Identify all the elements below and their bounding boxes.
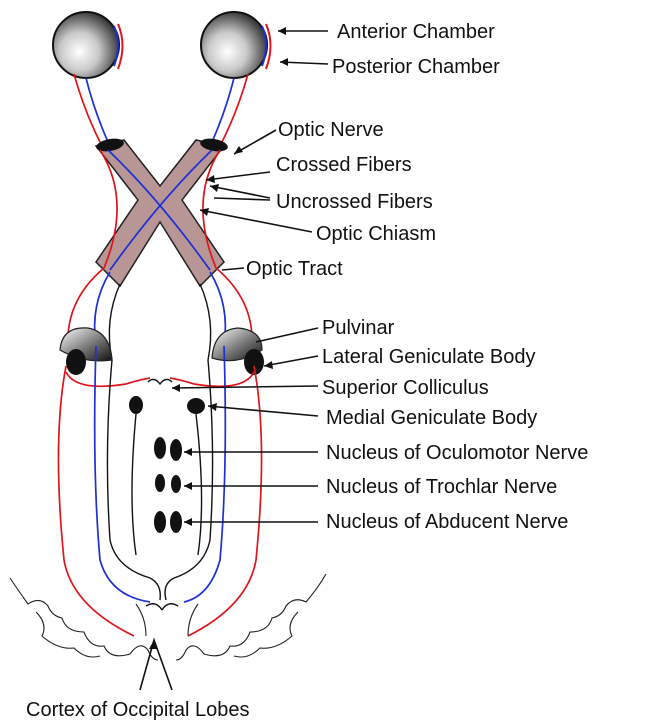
oculomotor-nucleus-right: [170, 439, 182, 461]
label-optic-tract: Optic Tract: [246, 258, 343, 280]
right-medial-geniculate-body: [187, 398, 205, 414]
oculomotor-nucleus-left: [154, 437, 166, 459]
label-nucleus-abducent: Nucleus of Abducent Nerve: [326, 511, 568, 533]
left-eyeball: [53, 12, 123, 78]
label-medial-geniculate-body: Medial Geniculate Body: [326, 407, 537, 429]
left-medial-geniculate-body: [129, 396, 143, 414]
abducent-nucleus-right: [170, 511, 182, 533]
label-nucleus-oculomotor: Nucleus of Oculomotor Nerve: [326, 442, 588, 464]
label-cortex-occipital: Cortex of Occipital Lobes: [26, 699, 249, 721]
right-eyeball: [201, 12, 271, 78]
left-lateral-geniculate-body: [66, 349, 86, 375]
label-nucleus-trochlar: Nucleus of Trochlar Nerve: [326, 476, 557, 498]
superior-colliculus: [148, 379, 172, 384]
retinal-fibers: [74, 74, 248, 142]
label-optic-chiasm: Optic Chiasm: [316, 223, 436, 245]
occipital-cortex: [10, 574, 326, 660]
label-posterior-chamber: Posterior Chamber: [332, 56, 500, 78]
right-lateral-geniculate-body: [244, 349, 264, 375]
trochlar-nucleus-left: [155, 474, 165, 492]
label-superior-colliculus: Superior Colliculus: [322, 377, 489, 399]
abducent-nucleus-left: [154, 511, 166, 533]
label-crossed-fibers: Crossed Fibers: [276, 154, 412, 176]
brainstem-nuclei: [154, 437, 182, 533]
label-optic-nerve: Optic Nerve: [278, 119, 384, 141]
label-lateral-geniculate-body: Lateral Geniculate Body: [322, 346, 535, 368]
label-anterior-chamber: Anterior Chamber: [337, 21, 495, 43]
label-pulvinar: Pulvinar: [322, 317, 395, 339]
trochlar-nucleus-right: [171, 475, 181, 493]
label-uncrossed-fibers: Uncrossed Fibers: [276, 191, 433, 213]
